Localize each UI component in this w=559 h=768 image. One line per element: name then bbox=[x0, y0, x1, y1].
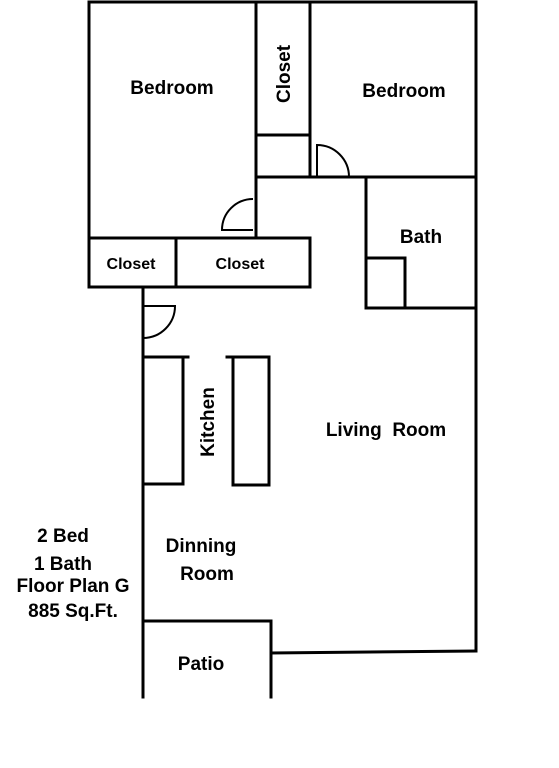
label-bedroom-right: Bedroom bbox=[362, 81, 445, 102]
label-closet-vertical: Closet bbox=[274, 44, 295, 103]
bath-fixture bbox=[364, 256, 407, 310]
label-closet-left: Closet bbox=[107, 256, 157, 273]
walls bbox=[87, 0, 478, 699]
kitchen-counter-right bbox=[231, 355, 271, 487]
summary-area: 885 Sq.Ft. bbox=[28, 601, 118, 622]
label-dinning-line2: Room bbox=[180, 564, 234, 585]
label-kitchen: Kitchen bbox=[198, 387, 219, 457]
label-closet-right: Closet bbox=[216, 256, 266, 273]
summary-baths: 1 Bath bbox=[34, 554, 92, 575]
door-bedroom-left bbox=[220, 198, 254, 231]
room-labels: Bedroom Closet Bedroom Bath Closet Close… bbox=[107, 44, 447, 675]
label-dinning-line1: Dinning bbox=[166, 536, 237, 557]
bottom-wall bbox=[269, 649, 478, 655]
summary-beds: 2 Bed bbox=[37, 526, 89, 547]
door-entry bbox=[142, 305, 177, 339]
label-living-room: Living Room bbox=[326, 420, 446, 441]
patio-wall bbox=[141, 619, 273, 699]
doors bbox=[142, 143, 350, 339]
closets-row bbox=[87, 236, 312, 289]
kitchen-counter-left bbox=[141, 355, 190, 486]
label-patio: Patio bbox=[178, 654, 224, 675]
label-bedroom-left: Bedroom bbox=[130, 78, 213, 99]
plan-summary: 2 Bed 1 Bath Floor Plan G 885 Sq.Ft. bbox=[17, 526, 130, 622]
label-bath: Bath bbox=[400, 227, 442, 248]
door-bedroom-right bbox=[316, 143, 350, 178]
summary-plan: Floor Plan G bbox=[17, 576, 130, 597]
